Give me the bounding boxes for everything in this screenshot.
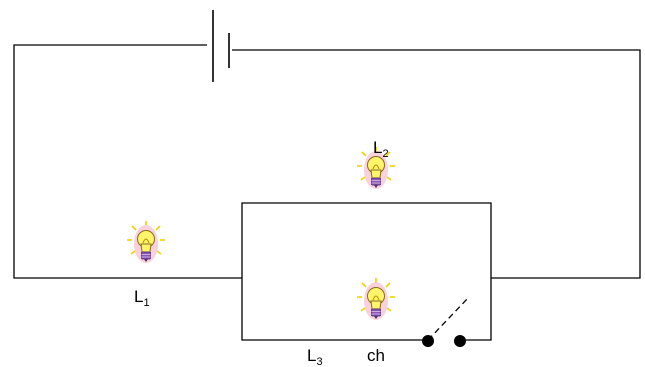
label-l3: L3 xyxy=(307,346,323,367)
label-l2: L2 xyxy=(373,138,389,160)
open-switch-icon xyxy=(422,296,470,347)
lightbulb-icon-l1 xyxy=(126,220,166,264)
label-switch: ch xyxy=(367,346,385,365)
battery-icon xyxy=(212,10,230,82)
outer-circuit-wire xyxy=(13,44,641,279)
parallel-branch-wire xyxy=(241,202,492,341)
label-l1: L1 xyxy=(134,287,150,309)
lightbulb-icon-l3 xyxy=(356,277,396,321)
